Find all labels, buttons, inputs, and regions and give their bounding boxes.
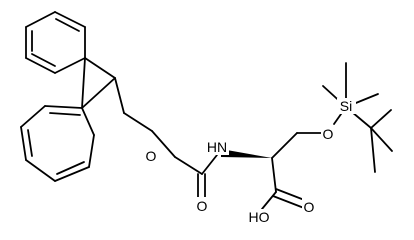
- atom-label-nh: HN: [207, 139, 227, 155]
- fluorene-five-ring: [81, 57, 116, 109]
- atom-o-ether: O: [321, 126, 335, 142]
- atom-ho: HO: [247, 209, 272, 225]
- atom-o-carbonyl: O: [195, 197, 209, 214]
- fluorene-left-ring: [25, 11, 86, 74]
- atom-o-acid: O: [302, 198, 316, 215]
- atom-o-ester: O: [144, 148, 158, 164]
- atom-label-o-ether: O: [323, 126, 334, 142]
- atom-label-o-acid: O: [304, 199, 315, 215]
- fmoc-linker: [114, 77, 218, 199]
- atom-label-ho: HO: [249, 209, 270, 225]
- serine-backbone: [221, 132, 324, 210]
- atom-label-si: Si: [340, 98, 352, 114]
- molecule-drawing: O HN O O Si HO O: [20, 11, 393, 225]
- structure-canvas: O HN O O Si HO O: [20, 11, 393, 225]
- fluorene-right-ring: [20, 105, 95, 182]
- tbs-group: [322, 62, 393, 173]
- atom-si: Si: [337, 98, 356, 114]
- atom-label-o-ester: O: [146, 148, 157, 164]
- stereo-wedge-bond: [221, 149, 272, 158]
- atom-label-o-carbonyl: O: [197, 198, 208, 214]
- atom-nh: HN: [205, 139, 229, 155]
